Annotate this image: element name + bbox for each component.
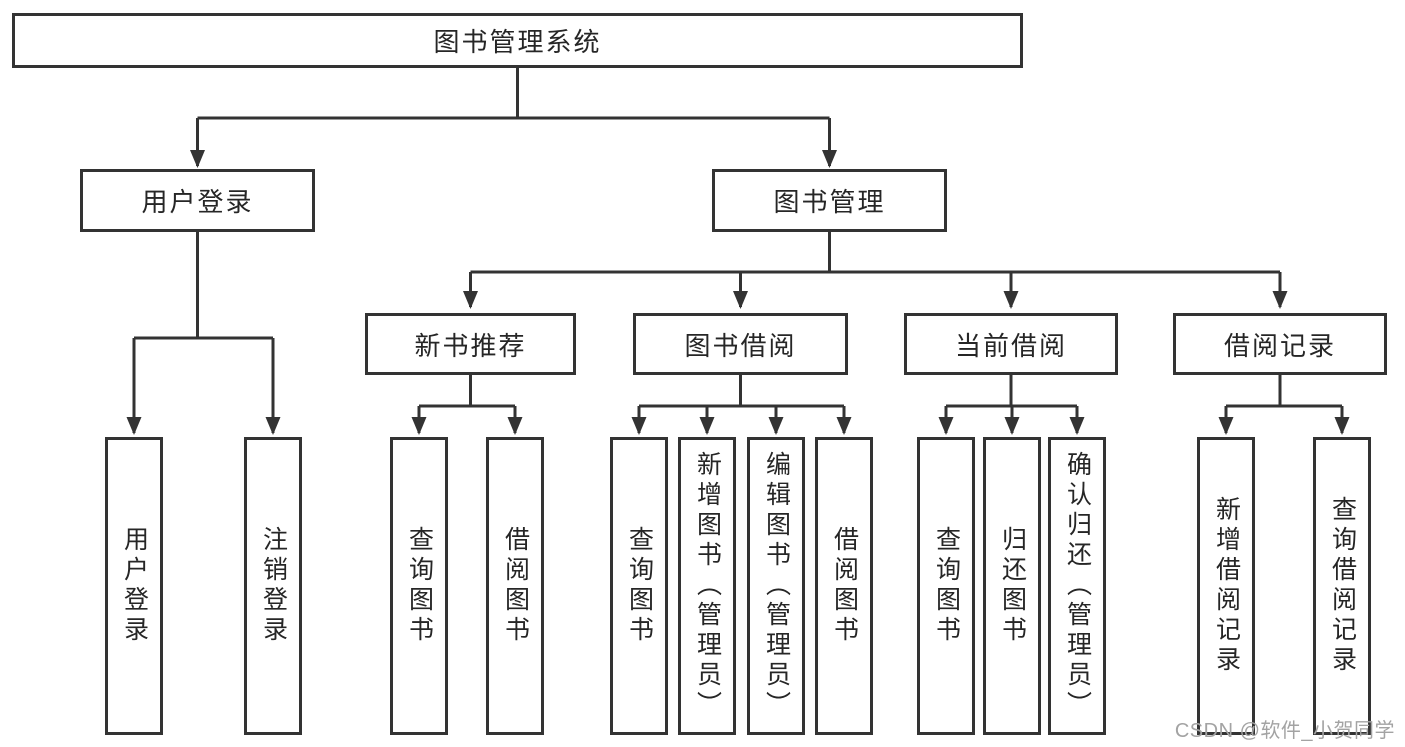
node-borrowing-records: 借阅记录 <box>1173 313 1387 375</box>
connector-root-to-level2 <box>190 68 837 168</box>
csdn-watermark: CSDN @软件_小贺同学 <box>1174 720 1395 742</box>
leaf-borrowing-add-books-admin: 新增图书（管理员） <box>678 437 736 735</box>
leaf-records-add-record: 新增借阅记录 <box>1197 437 1255 735</box>
node-new-book-recommend: 新书推荐 <box>365 313 576 375</box>
connector-book-mgmt-children <box>463 232 1288 309</box>
leaf-records-query-record: 查询借阅记录 <box>1313 437 1371 735</box>
leaf-borrowing-borrow-books: 借阅图书 <box>815 437 873 735</box>
node-current-borrowing: 当前借阅 <box>904 313 1118 375</box>
leaf-current-confirm-return-admin: 确认归还（管理员） <box>1048 437 1106 735</box>
node-library-system: 图书管理系统 <box>12 13 1023 68</box>
connector-new-book-children <box>411 375 523 435</box>
leaf-newbook-query-books: 查询图书 <box>390 437 448 735</box>
connector-book-borrowing-children <box>631 375 852 435</box>
leaf-current-query-books: 查询图书 <box>917 437 975 735</box>
leaf-borrowing-query-books: 查询图书 <box>610 437 668 735</box>
leaf-borrowing-edit-books-admin: 编辑图书（管理员） <box>747 437 805 735</box>
connector-user-login-children <box>126 232 281 435</box>
leaf-user-login: 用户登录 <box>105 437 163 735</box>
node-user-login: 用户登录 <box>80 169 315 232</box>
leaf-current-return-books: 归还图书 <box>983 437 1041 735</box>
node-book-borrowing: 图书借阅 <box>633 313 848 375</box>
connector-current-borrowing-children <box>938 375 1085 435</box>
leaf-newbook-borrow-books: 借阅图书 <box>486 437 544 735</box>
node-book-management: 图书管理 <box>712 169 947 232</box>
leaf-logout: 注销登录 <box>244 437 302 735</box>
connector-borrowing-records-children <box>1218 375 1350 435</box>
